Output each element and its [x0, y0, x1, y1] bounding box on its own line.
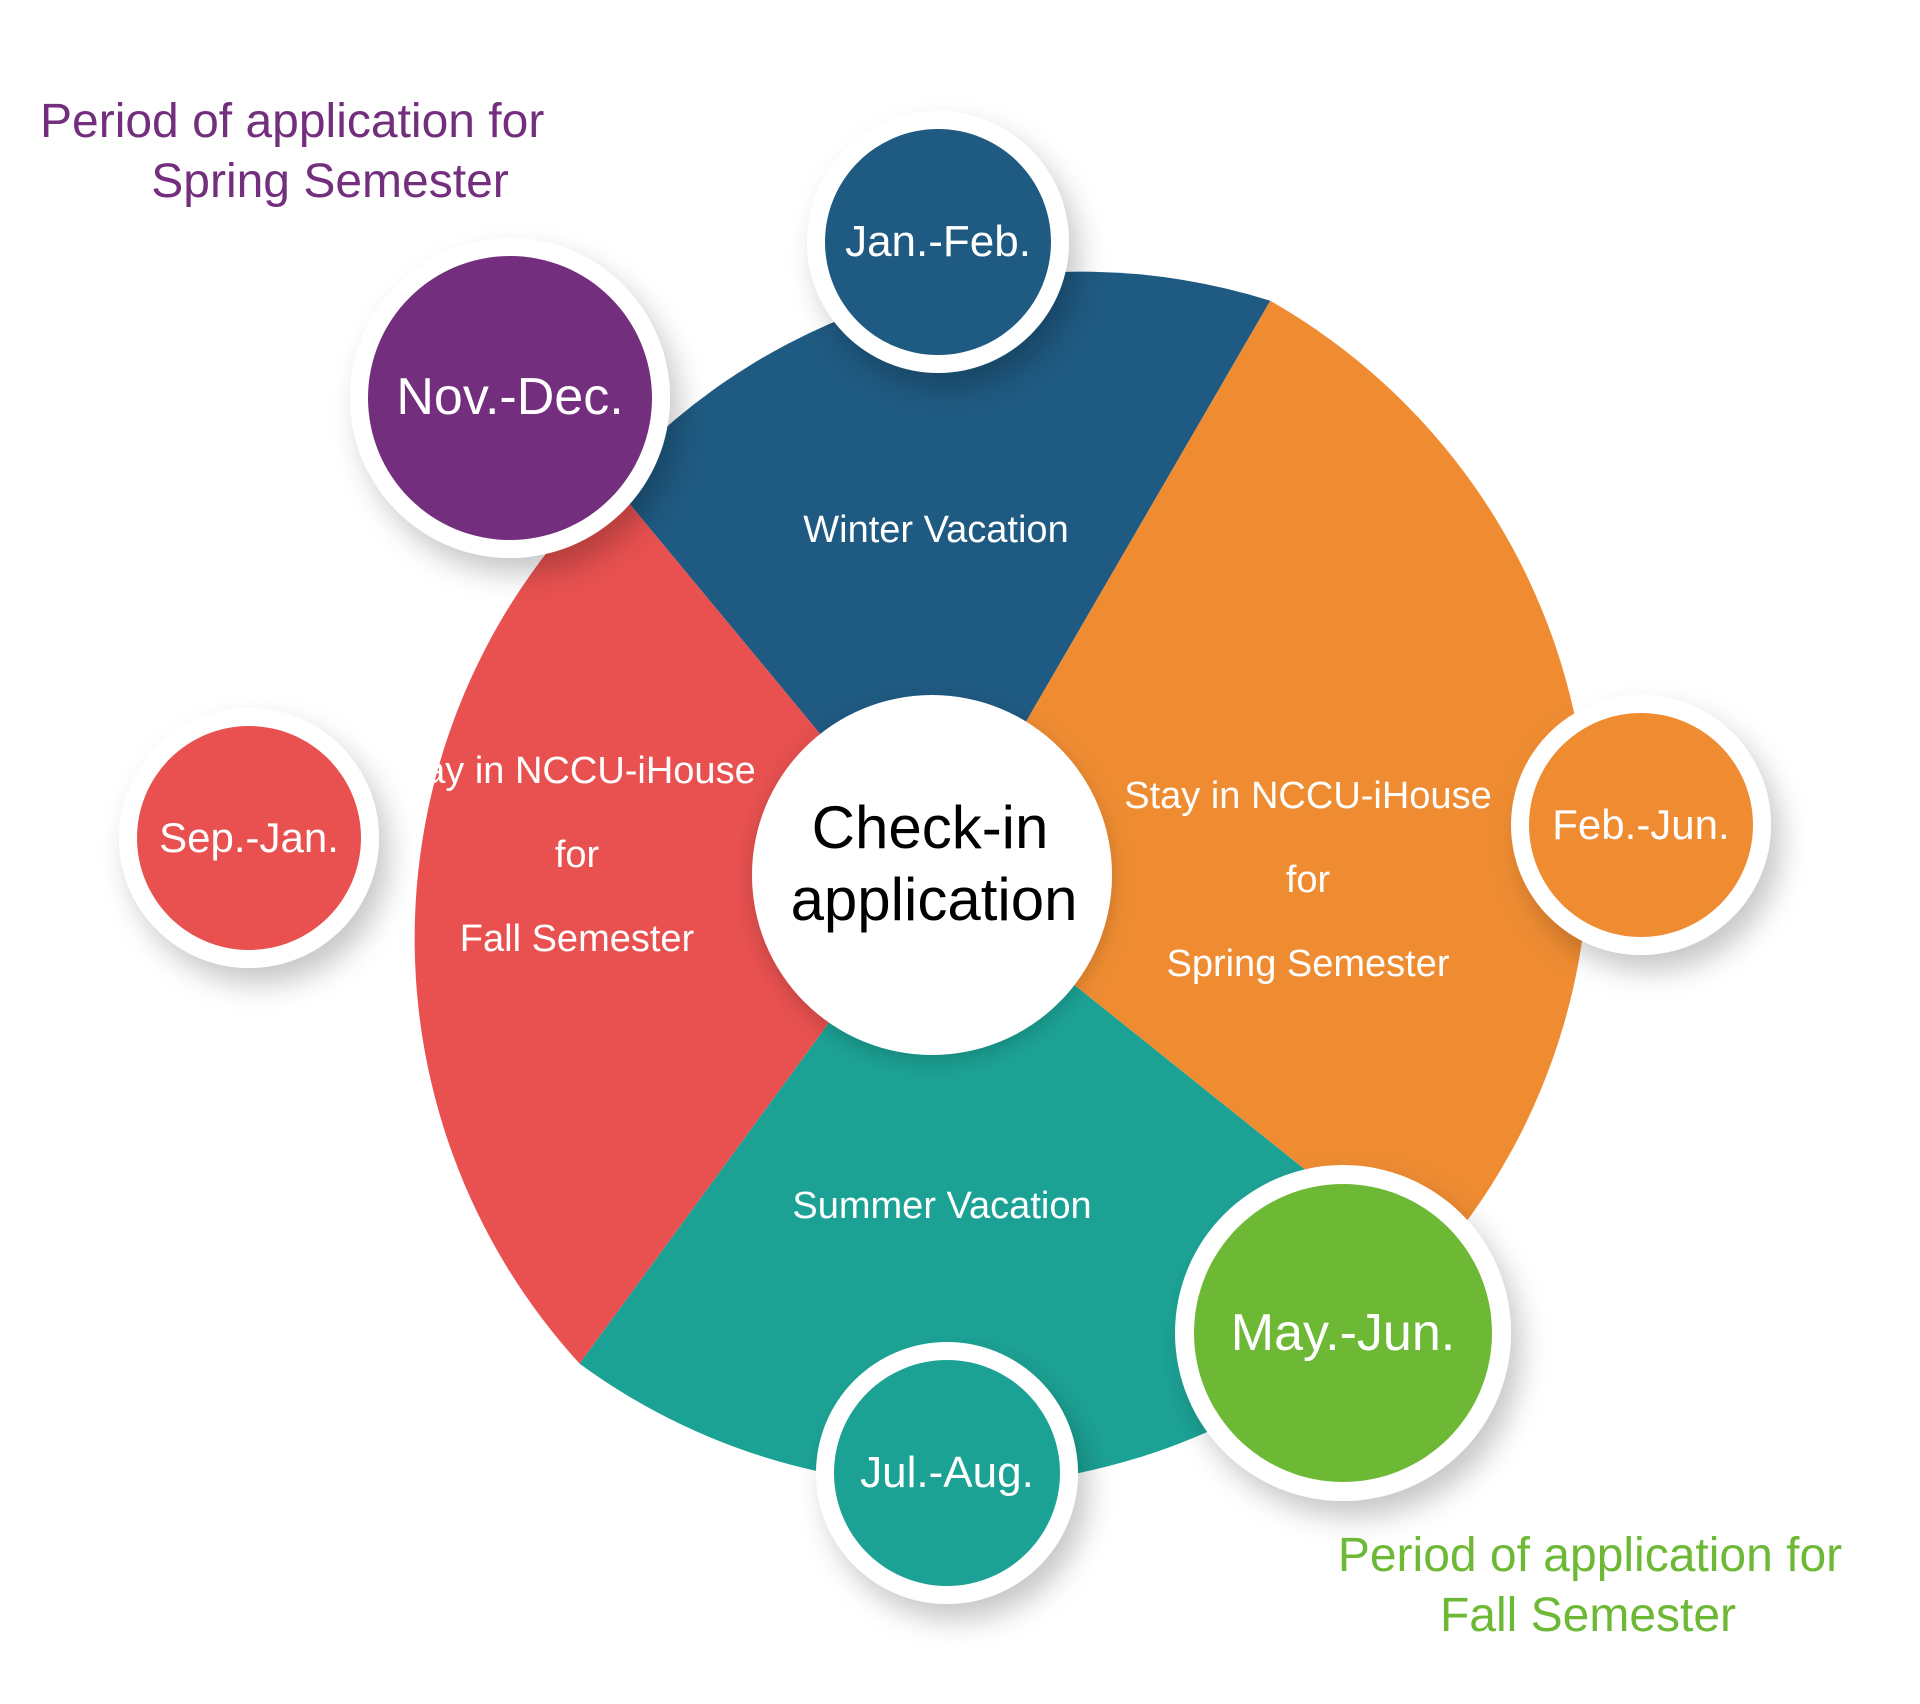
- bubble-sep-jan-label: Sep.-Jan.: [159, 814, 339, 861]
- spring-semester-segment: [937, 300, 1589, 1269]
- bubble-may-jun-fill: [1194, 1184, 1492, 1482]
- bubble-jul-aug-label: Jul.-Aug.: [860, 1448, 1034, 1497]
- bubble-feb-jun-label: Feb.-Jun.: [1552, 801, 1729, 848]
- center-title-line2: application: [791, 866, 1078, 933]
- fall-stay-line3: Fall Semester: [460, 918, 695, 960]
- bubble-jul-aug-fill: [834, 1360, 1060, 1586]
- spring-stay-line2: for: [1286, 859, 1331, 901]
- winter-vacation-segment: [611, 271, 1271, 875]
- bubble-sep-jan-fill: [137, 726, 361, 950]
- fall-stay-line1: Stay in NCCU-iHouse: [388, 750, 755, 792]
- bubble-sep-jan: Sep.-Jan.: [119, 708, 379, 968]
- center-title-line1: Check-in: [812, 794, 1049, 861]
- check-in-center: Check-in application: [752, 695, 1112, 1055]
- bubble-jan-feb-fill: [825, 129, 1051, 355]
- wheel: [414, 271, 1589, 1486]
- spring-application-caption-line2: Spring Semester: [151, 155, 509, 208]
- fall-application-caption-line1: Period of application for: [1338, 1529, 1842, 1582]
- fall-semester-segment: [414, 481, 938, 1364]
- center-circle: [752, 695, 1112, 1055]
- bubble-may-jun-label: May.-Jun.: [1231, 1304, 1455, 1362]
- bubble-nov-dec: Nov.-Dec.: [350, 238, 670, 558]
- fall-application-caption-line2: Fall Semester: [1440, 1589, 1736, 1642]
- fall-stay-line2: for: [555, 834, 600, 876]
- spring-application-caption-line1: Period of application for: [40, 95, 544, 148]
- spring-stay-line3: Spring Semester: [1166, 943, 1449, 985]
- bubble-nov-dec-fill: [368, 256, 652, 540]
- bubble-feb-jun: Feb.-Jun.: [1511, 695, 1771, 955]
- bubble-jan-feb-label: Jan.-Feb.: [845, 217, 1031, 266]
- winter-vacation-label: Winter Vacation: [803, 509, 1068, 551]
- bubble-may-jun: May.-Jun.: [1175, 1165, 1511, 1501]
- bubble-nov-dec-label: Nov.-Dec.: [396, 368, 623, 426]
- bubble-jan-feb: Jan.-Feb.: [807, 111, 1069, 373]
- summer-vacation-label: Summer Vacation: [792, 1185, 1091, 1227]
- spring-stay-line1: Stay in NCCU-iHouse: [1124, 775, 1491, 817]
- bubble-feb-jun-fill: [1529, 713, 1753, 937]
- bubble-jul-aug: Jul.-Aug.: [816, 1342, 1078, 1604]
